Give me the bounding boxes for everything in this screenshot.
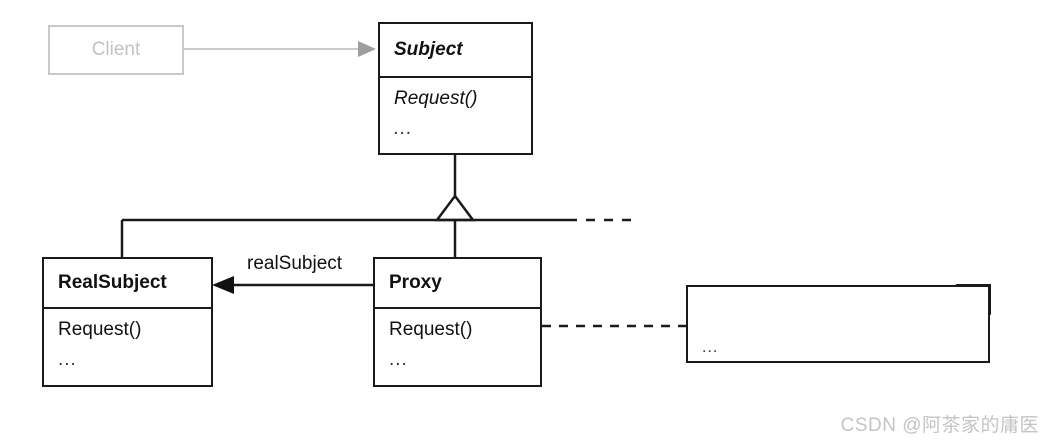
proxy-to-realsubject-connector xyxy=(212,276,373,294)
class-box-proxy[interactable]: Proxy Request() ... xyxy=(373,257,542,387)
note-content: ... realSubject->Request(); ... xyxy=(702,295,893,361)
csdn-watermark: CSDN @阿茶家的庸医 xyxy=(840,415,1039,436)
operation-subject-ellipsis: ... xyxy=(394,118,413,139)
class-operations-proxy: Request() ... xyxy=(375,307,540,371)
inheritance-triangle xyxy=(434,193,476,222)
class-name-client: Client xyxy=(91,39,141,60)
class-operations-subject: Request() ... xyxy=(380,76,531,140)
note-line-1: ... xyxy=(702,339,719,356)
note-box[interactable]: ... realSubject->Request(); ... xyxy=(686,285,990,363)
generalization-connector xyxy=(120,155,640,257)
class-name-proxy: Proxy xyxy=(389,272,442,293)
class-box-client[interactable]: Client xyxy=(48,25,184,75)
class-operations-realsubject: Request() ... xyxy=(44,307,211,371)
operation-proxy-request: Request() xyxy=(389,319,473,340)
client-to-subject-connector xyxy=(183,41,376,57)
operation-realsubject-request: Request() xyxy=(58,319,142,340)
class-name-subject: Subject xyxy=(394,39,463,60)
class-box-subject[interactable]: Subject Request() ... xyxy=(378,22,533,155)
compartment-divider-subject xyxy=(380,76,531,78)
operation-realsubject-ellipsis: ... xyxy=(58,349,77,370)
operation-proxy-ellipsis: ... xyxy=(389,349,408,370)
class-name-realsubject: RealSubject xyxy=(58,272,167,293)
proxy-to-realsubject-arrowhead xyxy=(212,276,234,294)
client-to-subject-arrowhead xyxy=(358,41,376,57)
operation-subject-request: Request() xyxy=(394,88,478,109)
association-label-realsubject: realSubject xyxy=(247,253,343,274)
compartment-divider-realsubject xyxy=(44,307,211,309)
class-box-realsubject[interactable]: RealSubject Request() ... xyxy=(42,257,213,387)
compartment-divider-proxy xyxy=(375,307,540,309)
